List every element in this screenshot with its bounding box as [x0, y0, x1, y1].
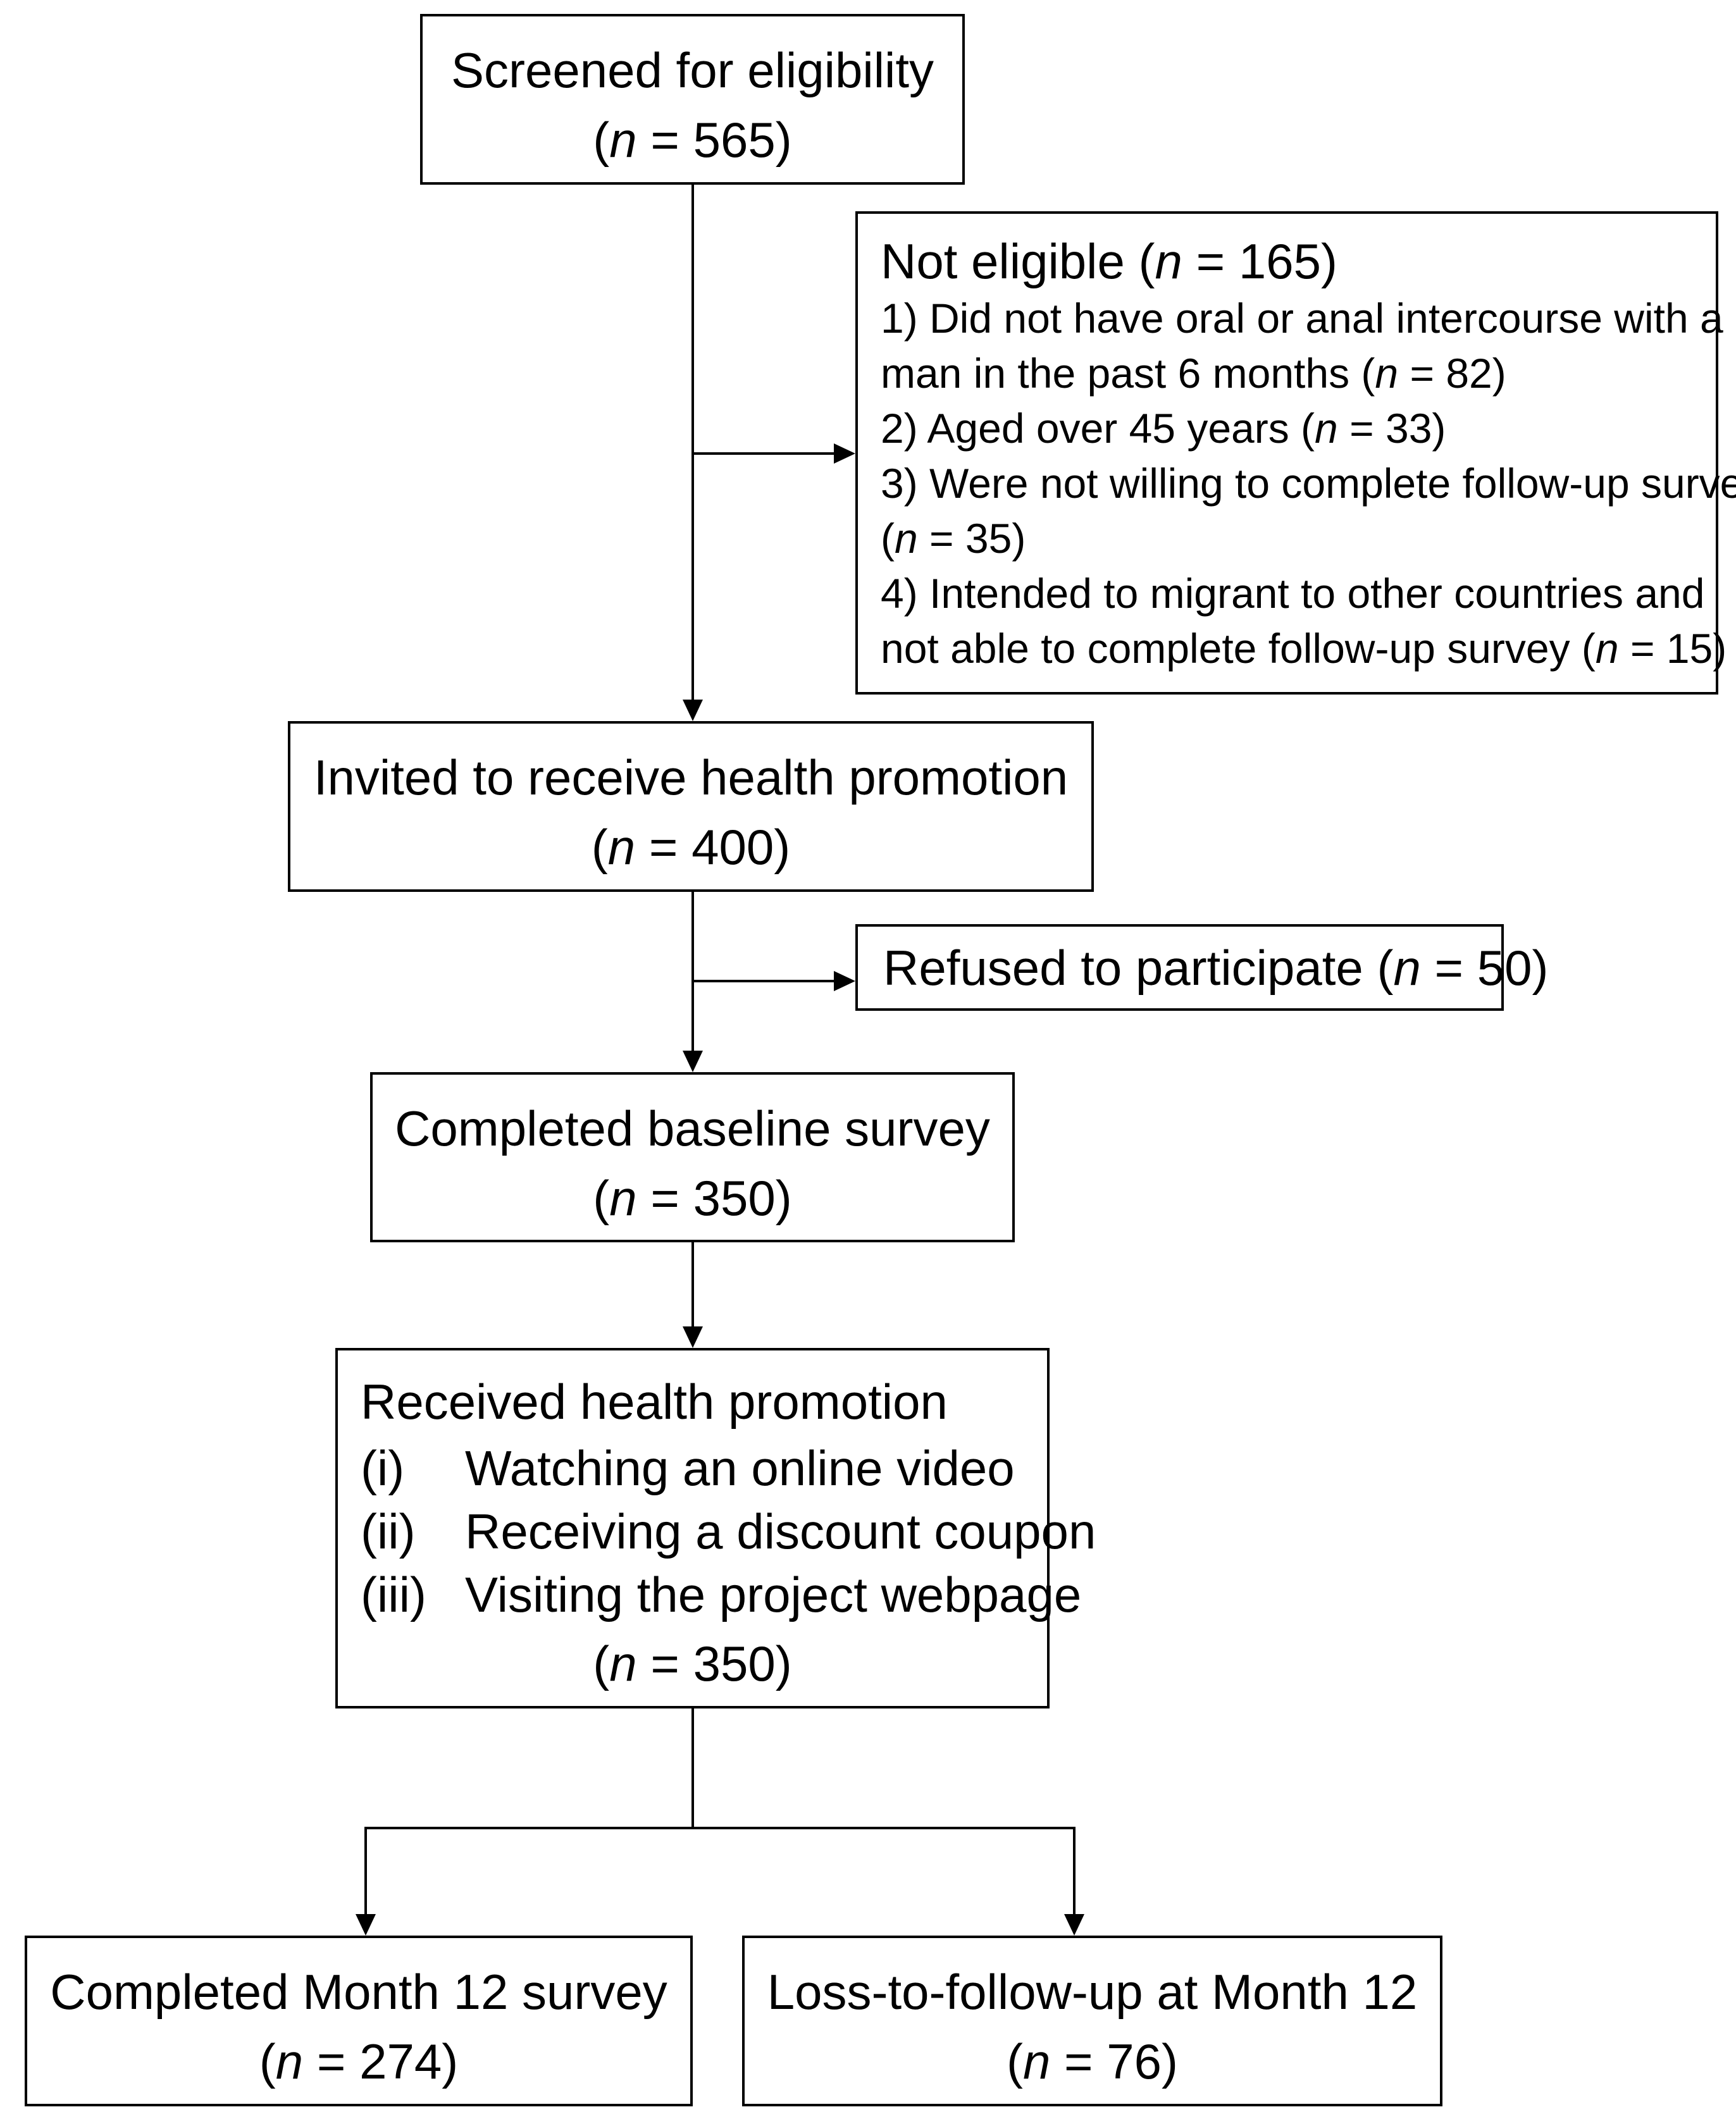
- reason-4-line-1: 4) Intended to migrant to other countrie…: [881, 570, 1705, 617]
- invited-box: Invited to receive health promotion (n =…: [288, 721, 1094, 892]
- baseline-title: Completed baseline survey: [395, 1101, 990, 1156]
- screened-count-value: = 565): [636, 112, 792, 168]
- refused-var: n: [1393, 940, 1421, 996]
- arrow-baseline-to-received: [683, 1242, 703, 1348]
- refused-text: Refused to participate (n = 50): [883, 933, 1548, 1003]
- screened-count-open: (: [593, 112, 610, 168]
- loss-m12-count-value: = 76): [1050, 2034, 1178, 2089]
- screened-count-var: n: [609, 112, 637, 168]
- arrow-to-not-eligible: [693, 443, 855, 464]
- invited-count-var: n: [607, 819, 636, 875]
- arrow-received-split: [356, 1708, 1084, 1936]
- not-eligible-title-var: n: [1155, 233, 1182, 289]
- reason-1-line-2-text: man in the past 6 months (: [881, 350, 1375, 397]
- completed-m12-count-value: = 274): [303, 2034, 459, 2089]
- not-eligible-box: Not eligible (n = 165) 1) Did not have o…: [855, 211, 1736, 695]
- reason-2-var: n: [1315, 405, 1338, 452]
- not-eligible-reasons: 1) Did not have oral or anal intercourse…: [881, 291, 1736, 676]
- reason-2-value: = 33): [1337, 405, 1446, 452]
- received-item-2-marker: (ii): [361, 1504, 416, 1559]
- received-item-1-marker: (i): [361, 1440, 405, 1496]
- reason-3-value: = 35): [917, 515, 1026, 562]
- baseline-count-value: = 350): [636, 1170, 792, 1226]
- baseline-box: Completed baseline survey (n = 350): [370, 1072, 1015, 1242]
- reason-3-line-2-text: (: [881, 515, 895, 562]
- received-item-2-text: Receiving a discount coupon: [465, 1504, 1096, 1559]
- screened-count: (n = 565): [423, 105, 962, 175]
- reason-4-line-2: not able to complete follow-up survey (n…: [881, 621, 1727, 676]
- refused-label: Refused to participate (: [883, 940, 1394, 996]
- screened-title: Screened for eligibility: [450, 42, 934, 98]
- not-eligible-title-value: = 165): [1182, 233, 1337, 289]
- reason-1-value: = 82): [1398, 350, 1506, 397]
- invited-title: Invited to receive health promotion: [313, 750, 1069, 805]
- received-box: Received health promotion (i) Watching a…: [335, 1348, 1096, 1708]
- reason-3-line-2: (n = 35): [881, 511, 1716, 566]
- reason-1-var: n: [1375, 350, 1399, 397]
- reason-2-text: 2) Aged over 45 years (: [881, 405, 1315, 452]
- invited-count-open: (: [591, 819, 608, 875]
- arrow-screened-to-invited: [683, 185, 703, 721]
- refused-box: Refused to participate (n = 50): [855, 924, 1548, 1011]
- refused-value: = 50): [1420, 940, 1549, 996]
- arrow-invited-to-baseline: [683, 892, 703, 1072]
- completed-m12-box: Completed Month 12 survey (n = 274): [25, 1936, 693, 2106]
- received-item-3-marker: (iii): [361, 1567, 426, 1622]
- received-item-2: (ii) Receiving a discount coupon: [361, 1500, 1096, 1563]
- completed-m12-count-var: n: [275, 2034, 304, 2089]
- reason-4-line-2-text: not able to complete follow-up survey (: [881, 625, 1596, 672]
- loss-m12-count: (n = 76): [745, 2027, 1440, 2096]
- invited-count: (n = 400): [290, 812, 1091, 882]
- completed-m12-count-open: (: [259, 2034, 276, 2089]
- loss-m12-title: Loss-to-follow-up at Month 12: [767, 1964, 1418, 2020]
- not-eligible-title: Not eligible (n = 165): [881, 232, 1716, 291]
- received-count-var: n: [609, 1636, 637, 1691]
- baseline-count-open: (: [593, 1170, 610, 1226]
- reason-1-line-2: man in the past 6 months (n = 82): [881, 346, 1716, 401]
- reason-3-line-1: 3) Were not willing to complete follow-u…: [881, 460, 1736, 507]
- completed-m12-count: (n = 274): [27, 2027, 690, 2096]
- reason-4-var: n: [1595, 625, 1619, 672]
- received-count-open: (: [593, 1636, 610, 1691]
- received-item-3: (iii) Visiting the project webpage: [361, 1563, 1081, 1626]
- not-eligible-title-text: Not eligible (: [881, 233, 1155, 289]
- arrow-to-refused: [693, 971, 855, 991]
- received-count-value: = 350): [636, 1636, 792, 1691]
- received-item-1: (i) Watching an online video: [361, 1436, 1047, 1500]
- reason-4-value: = 15): [1618, 625, 1727, 672]
- baseline-count: (n = 350): [373, 1163, 1012, 1233]
- baseline-count-var: n: [609, 1170, 637, 1226]
- received-item-1-text: Watching an online video: [465, 1440, 1015, 1496]
- reason-2-line-1: 2) Aged over 45 years (n = 33): [881, 401, 1716, 456]
- reason-1-line-1: 1) Did not have oral or anal intercourse…: [881, 295, 1723, 342]
- completed-m12-title: Completed Month 12 survey: [50, 1964, 667, 2020]
- received-count: (n = 350): [361, 1629, 1047, 1698]
- received-title: Received health promotion: [361, 1374, 948, 1430]
- invited-count-value: = 400): [635, 819, 791, 875]
- loss-m12-count-open: (: [1006, 2034, 1023, 2089]
- reason-3-var: n: [894, 515, 918, 562]
- loss-m12-count-var: n: [1022, 2034, 1051, 2089]
- received-item-3-text: Visiting the project webpage: [465, 1567, 1082, 1622]
- screened-box: Screened for eligibility (n = 565): [420, 14, 965, 185]
- loss-m12-box: Loss-to-follow-up at Month 12 (n = 76): [742, 1936, 1442, 2106]
